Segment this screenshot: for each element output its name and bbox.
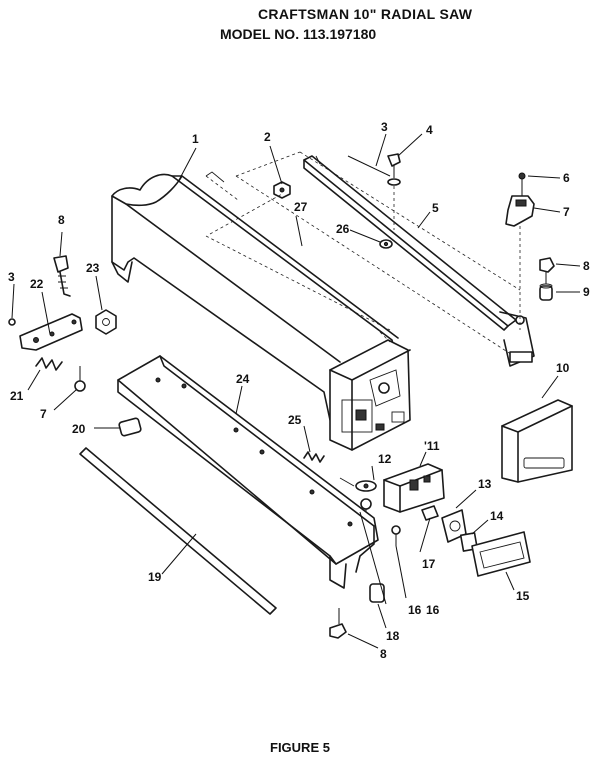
leader-lines: [11, 133, 581, 649]
callout-22: 22: [30, 277, 44, 291]
callout-25: 25: [288, 413, 302, 427]
callout-14: 14: [490, 509, 504, 523]
part-bar-5: [303, 155, 535, 367]
callout-4: 4: [426, 123, 433, 137]
callout-6: 6: [563, 171, 570, 185]
callout-23: 23: [86, 261, 100, 275]
figure-caption: FIGURE 5: [270, 740, 330, 755]
callout-24: 24: [236, 372, 250, 386]
callout-10: 10: [556, 361, 570, 375]
callout-3: 3: [381, 120, 388, 134]
part-arm-housing: [111, 173, 411, 451]
callout-1: 1: [192, 132, 199, 146]
callout-8-left: 8: [58, 213, 65, 227]
callout-labels: 1 2 3 4 5 6 7 8 9 10 '11 12 13 14 15 16 …: [8, 120, 590, 661]
part-panel-10: [501, 399, 573, 483]
callout-8: 8: [583, 259, 590, 273]
callout-9: 9: [583, 285, 590, 299]
callout-18: 18: [386, 629, 400, 643]
callout-8-bottom: 8: [380, 647, 387, 661]
callout-7-left: 7: [40, 407, 47, 421]
callout-3-left: 3: [8, 270, 15, 284]
callout-13: 13: [478, 477, 492, 491]
callout-5: 5: [432, 201, 439, 215]
callout-21: 21: [10, 389, 24, 403]
callout-15: 15: [516, 589, 530, 603]
part-channel-24: [117, 355, 379, 589]
callout-2: 2: [264, 130, 271, 144]
diagram-title: CRAFTSMAN 10" RADIAL SAW: [258, 6, 473, 22]
callout-19: 19: [148, 570, 162, 584]
callout-17: 17: [422, 557, 436, 571]
callout-27: 27: [294, 200, 308, 214]
callout-16b: 16: [426, 603, 440, 617]
callout-26: 26: [336, 222, 350, 236]
callout-20: 20: [72, 422, 86, 436]
callout-12: 12: [378, 452, 392, 466]
part-switch-11: [383, 463, 445, 513]
model-number: MODEL NO. 113.197180: [220, 26, 377, 42]
callout-16a: 16: [408, 603, 422, 617]
callout-11: '11: [424, 439, 440, 453]
callout-7: 7: [563, 205, 570, 219]
